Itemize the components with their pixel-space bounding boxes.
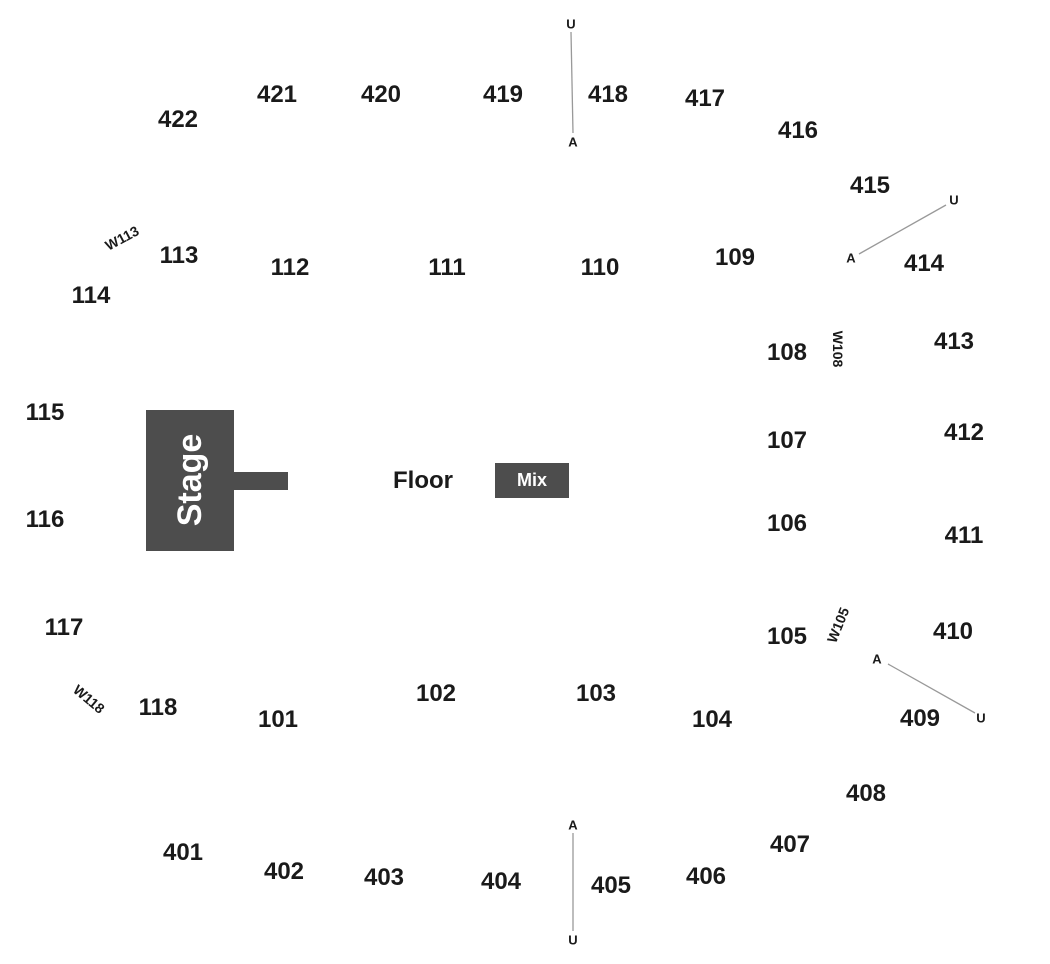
aisle-marker-u-south: U [568, 932, 578, 948]
section-115[interactable]: 115 [25, 399, 65, 426]
section-114[interactable]: 114 [71, 282, 111, 309]
section-420[interactable]: 420 [360, 81, 402, 108]
aisle-line-north [570, 31, 574, 134]
wheelchair-w108[interactable]: W108 [830, 330, 846, 368]
section-408[interactable]: 408 [845, 780, 887, 807]
section-407[interactable]: 407 [769, 831, 811, 858]
section-418[interactable]: 418 [587, 81, 629, 108]
section-112[interactable]: 112 [270, 254, 310, 281]
section-419[interactable]: 419 [482, 81, 524, 108]
section-109[interactable]: 109 [714, 244, 756, 271]
mix-label: Mix [516, 470, 547, 490]
aisle-marker-a-southeast: A [872, 651, 882, 667]
section-421[interactable]: 421 [256, 81, 298, 108]
aisle-marker-a-northeast: A [846, 250, 856, 266]
section-413[interactable]: 413 [933, 328, 975, 355]
section-111[interactable]: 111 [428, 254, 466, 281]
aisle-line-southeast [887, 663, 976, 714]
section-406[interactable]: 406 [685, 863, 727, 890]
aisle-marker-a-south: A [568, 817, 578, 833]
stage-label: Stage [171, 433, 209, 527]
section-402[interactable]: 402 [263, 858, 305, 885]
section-104[interactable]: 104 [691, 706, 733, 733]
section-422[interactable]: 422 [157, 106, 199, 133]
aisle-marker-u-northeast: U [949, 192, 959, 208]
section-410[interactable]: 410 [932, 618, 974, 645]
section-101[interactable]: 101 [257, 706, 299, 733]
mix-position: Mix [495, 463, 569, 498]
section-117[interactable]: 117 [44, 614, 84, 641]
section-116[interactable]: 116 [25, 506, 65, 533]
section-118[interactable]: 118 [138, 694, 178, 721]
section-415[interactable]: 415 [849, 172, 891, 199]
aisle-marker-a-north: A [568, 134, 578, 150]
section-113[interactable]: 113 [159, 242, 199, 269]
section-102[interactable]: 102 [415, 680, 457, 707]
floor-section[interactable]: Floor [393, 467, 453, 494]
stage-runway [234, 472, 288, 490]
aisle-line-northeast [858, 204, 947, 255]
section-401[interactable]: 401 [162, 839, 204, 866]
section-103[interactable]: 103 [575, 680, 617, 707]
section-108[interactable]: 108 [766, 339, 808, 366]
section-105[interactable]: 105 [766, 623, 808, 650]
section-416[interactable]: 416 [777, 117, 819, 144]
section-110[interactable]: 110 [580, 254, 620, 281]
section-411[interactable]: 411 [944, 522, 984, 549]
section-417[interactable]: 417 [684, 85, 726, 112]
aisle-marker-u-north: U [566, 16, 576, 32]
section-106[interactable]: 106 [766, 510, 808, 537]
section-414[interactable]: 414 [903, 250, 945, 277]
section-404[interactable]: 404 [480, 868, 522, 895]
section-409[interactable]: 409 [899, 705, 941, 732]
section-107[interactable]: 107 [766, 427, 808, 454]
section-403[interactable]: 403 [363, 864, 405, 891]
aisle-marker-u-southeast: U [976, 710, 986, 726]
section-412[interactable]: 412 [943, 419, 985, 446]
section-405[interactable]: 405 [590, 872, 632, 899]
stage[interactable]: Stage [146, 410, 234, 551]
